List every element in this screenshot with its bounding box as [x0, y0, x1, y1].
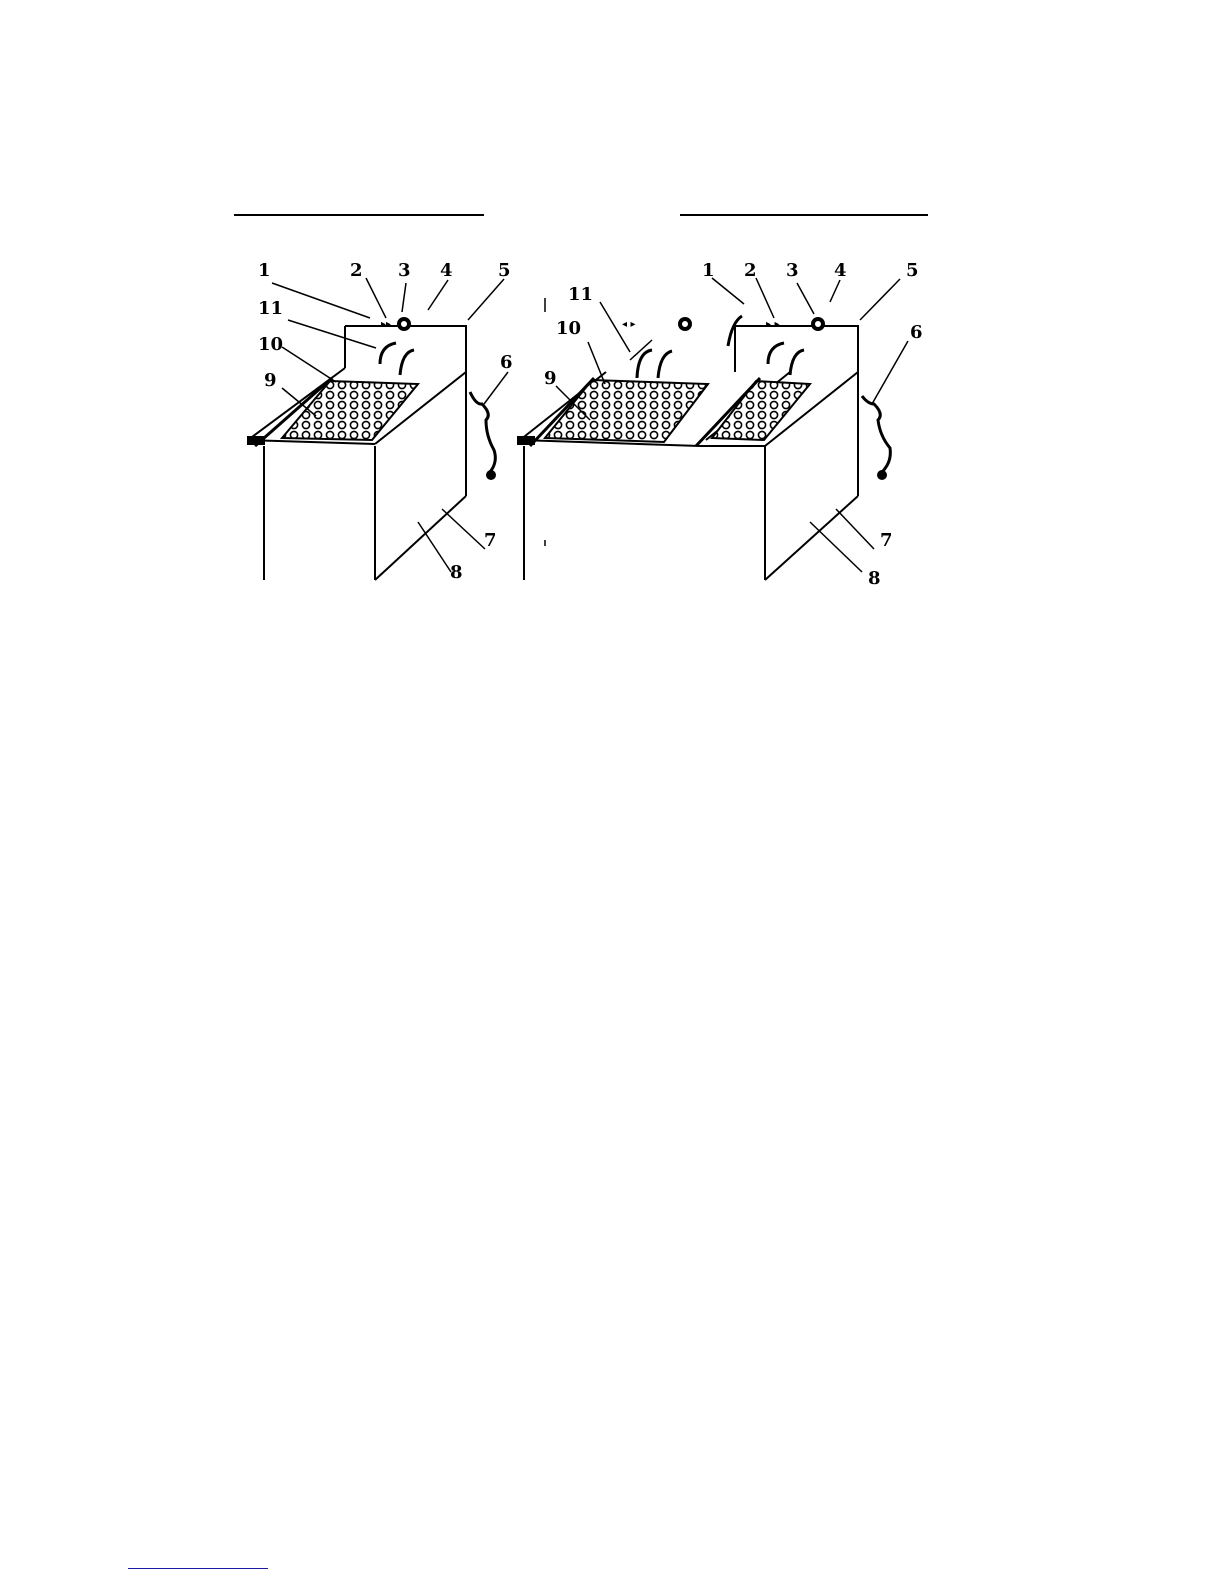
callout-label: 4: [440, 260, 453, 281]
callout-label: 6: [500, 352, 513, 373]
callout-label: 3: [786, 260, 799, 281]
callout-label: 4: [834, 260, 847, 281]
fryer-basket-mesh: [712, 381, 810, 440]
callout-label: 11: [568, 284, 593, 305]
callout-label: 5: [906, 260, 919, 281]
callout-label: 10: [258, 334, 283, 355]
svg-text:▸▸: ▸▸: [381, 319, 391, 330]
callout-label: 9: [264, 370, 277, 391]
callout-label: 5: [498, 260, 511, 281]
svg-text:▸ ▸: ▸ ▸: [766, 319, 780, 330]
knob-icon: [380, 343, 396, 364]
callout-label: 7: [484, 530, 497, 551]
callout-label: 10: [556, 318, 581, 339]
knob-icon: [768, 343, 784, 364]
callout-label: 1: [702, 260, 715, 281]
callout-label: 11: [258, 298, 283, 319]
right-fryer: ▸ ▸: [696, 278, 908, 580]
center-callouts: 9 10 11: [544, 284, 593, 389]
callout-label: 1: [258, 260, 271, 281]
callout-label: 2: [350, 260, 363, 281]
callout-label: 3: [398, 260, 411, 281]
center-fryer: ◂ ▸: [517, 298, 708, 580]
power-cord-icon: [862, 396, 890, 472]
callout-label: 2: [744, 260, 757, 281]
left-fryer: ▸▸: [247, 278, 508, 580]
callout-label: 8: [450, 562, 463, 583]
callout-label: 8: [868, 568, 881, 589]
fryer-basket-mesh: [545, 380, 708, 442]
svg-text:◂ ▸: ◂ ▸: [622, 319, 636, 330]
callout-label: 6: [910, 322, 923, 343]
fryer-basket-mesh: [282, 381, 418, 440]
callout-label: 7: [880, 530, 893, 551]
footnote-rule: [128, 1568, 268, 1569]
power-cord-icon: [470, 392, 495, 472]
callout-label: 9: [544, 368, 557, 389]
